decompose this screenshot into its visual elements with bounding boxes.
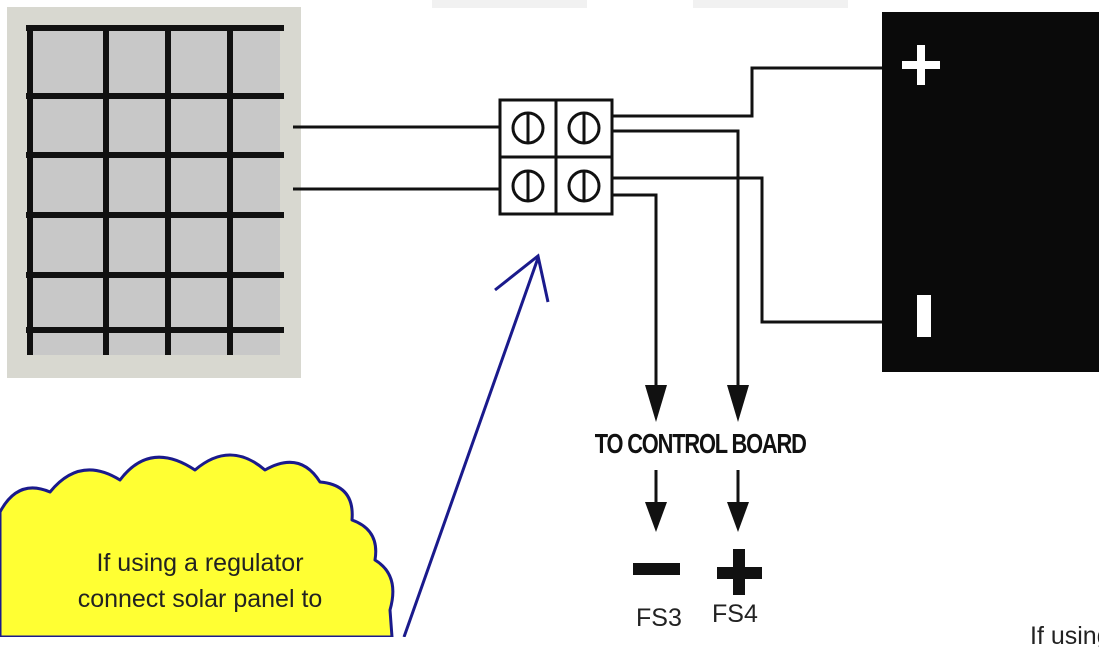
wires [293, 66, 882, 387]
wire-arrowheads [645, 385, 749, 422]
fs3-label: FS3 [636, 604, 682, 632]
minus-sign-icon [917, 295, 931, 337]
arrow-down-icon [727, 385, 749, 422]
minus-sign-icon [633, 563, 680, 575]
callout-line-2: connect solar panel to [77, 585, 323, 613]
solar-panel-icon [7, 7, 301, 378]
callout-cloud [0, 453, 395, 637]
control-board-arrows [645, 470, 749, 532]
wiring-diagram [0, 0, 1099, 637]
arrow-down-icon [645, 385, 667, 422]
arrow-down-icon [727, 502, 749, 532]
battery-icon [882, 12, 1099, 372]
pointer-arrow [402, 253, 550, 637]
fs4-label: FS4 [712, 600, 758, 628]
background-tab-right [693, 0, 848, 8]
arrow-down-icon [645, 502, 667, 532]
background-tab-left [432, 0, 587, 8]
terminal-block-icon [498, 98, 614, 216]
plus-sign-icon [717, 549, 762, 595]
callout-text: If using a regulator connect solar panel… [0, 545, 400, 617]
callout-line-1: If using a regulator [96, 549, 304, 577]
plus-sign-icon [902, 45, 940, 85]
to-control-board-label: TO CONTROL BOARD [594, 428, 807, 459]
